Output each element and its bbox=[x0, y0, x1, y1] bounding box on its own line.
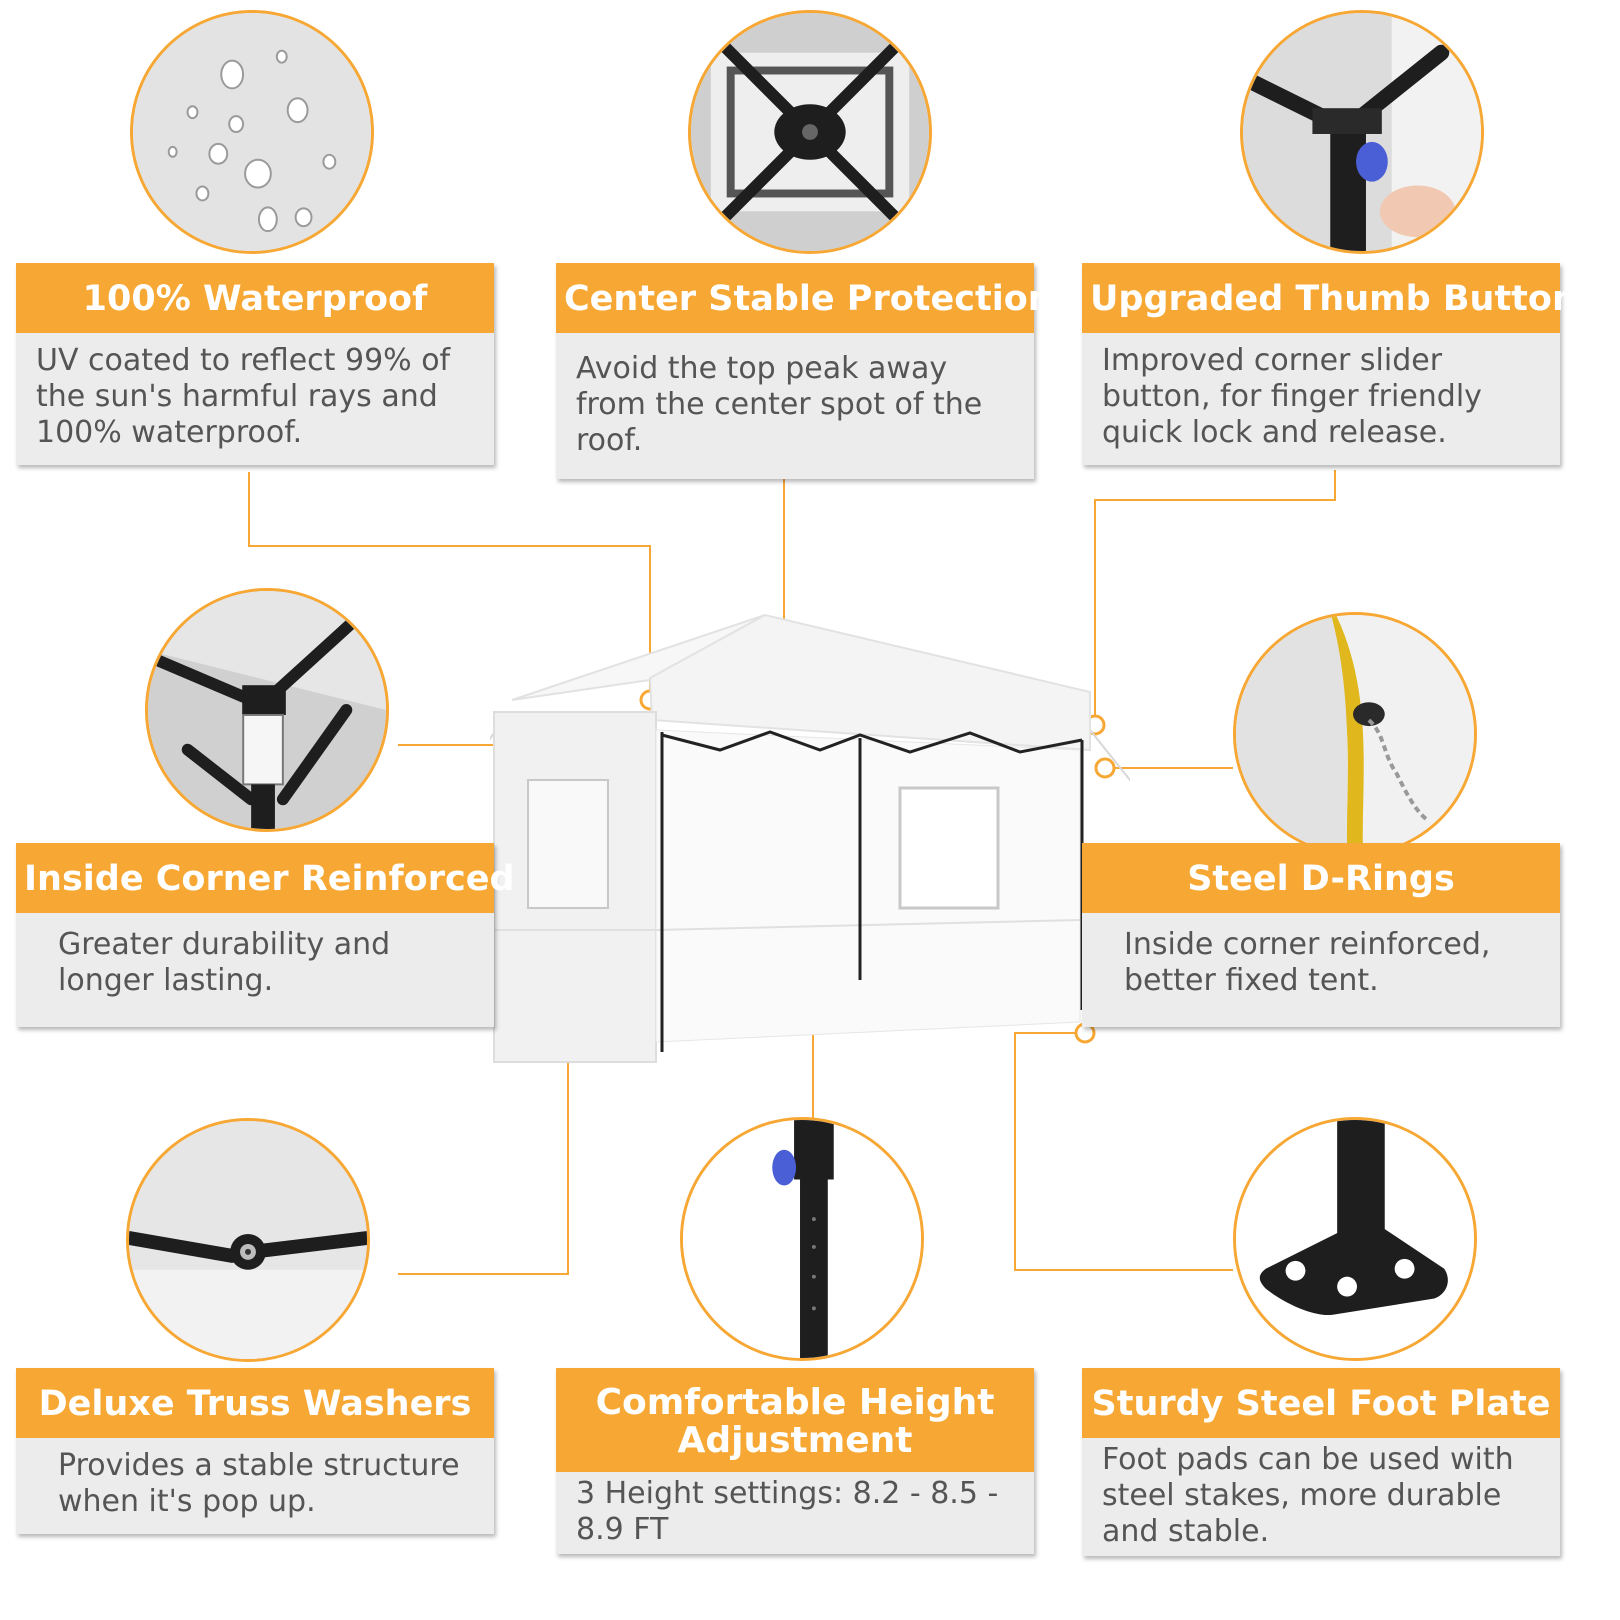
foot-plate-icon bbox=[1236, 1120, 1474, 1358]
tent-illustration bbox=[490, 613, 1130, 1063]
feature-card-truss-washers: Deluxe Truss Washers Provides a stable s… bbox=[16, 1368, 494, 1534]
feature-card-inside-corner: Inside Corner Reinforced Greater durabil… bbox=[16, 843, 515, 1027]
d-ring-rope-icon bbox=[1236, 615, 1474, 853]
feature-title: Comfortable Height Adjustment bbox=[556, 1368, 1034, 1472]
height-adjustment-photo bbox=[680, 1117, 924, 1361]
feature-description: UV coated to reflect 99% of the sun's ha… bbox=[16, 333, 494, 465]
feature-title: Inside Corner Reinforced bbox=[16, 843, 515, 913]
feature-description: Provides a stable structure when it's po… bbox=[16, 1438, 494, 1534]
water-droplets-icon bbox=[133, 13, 371, 251]
corner-bracket-icon bbox=[148, 591, 386, 829]
feature-description: Avoid the top peak away from the center … bbox=[556, 333, 1034, 479]
guy-ropes bbox=[490, 729, 1130, 782]
feature-description: Inside corner reinforced, better fixed t… bbox=[1082, 913, 1560, 1027]
thumb-button-photo bbox=[1240, 10, 1484, 254]
truss-washer-icon bbox=[129, 1121, 367, 1359]
feature-card-center-stable: Center Stable Protection Avoid the top p… bbox=[556, 263, 1053, 479]
window-right bbox=[898, 786, 1000, 910]
d-ring-photo bbox=[1233, 612, 1477, 856]
truss-washer-photo bbox=[126, 1118, 370, 1362]
feature-card-d-rings: Steel D-Rings Inside corner reinforced, … bbox=[1082, 843, 1560, 1027]
feature-title: Center Stable Protection bbox=[556, 263, 1053, 333]
feature-description: Foot pads can be used with steel stakes,… bbox=[1082, 1438, 1560, 1556]
feature-card-foot-plate: Sturdy Steel Foot Plate Foot pads can be… bbox=[1082, 1368, 1560, 1556]
feature-title: 100% Waterproof bbox=[16, 263, 494, 333]
waterproof-photo bbox=[130, 10, 374, 254]
height-leg-icon bbox=[683, 1120, 921, 1358]
window-left bbox=[527, 779, 609, 909]
back-wall bbox=[655, 729, 1081, 1043]
feature-card-waterproof: 100% Waterproof UV coated to reflect 99%… bbox=[16, 263, 494, 465]
center-peak-photo bbox=[688, 10, 932, 254]
center-peak-frame-icon bbox=[691, 13, 929, 251]
feature-description: 3 Height settings: 8.2 - 8.5 - 8.9 FT bbox=[556, 1472, 1034, 1554]
feature-description: Improved corner slider button, for finge… bbox=[1082, 333, 1560, 465]
inside-corner-photo bbox=[145, 588, 389, 832]
feature-title: Deluxe Truss Washers bbox=[16, 1368, 494, 1438]
feature-title: Sturdy Steel Foot Plate bbox=[1082, 1368, 1560, 1438]
thumb-button-icon bbox=[1243, 13, 1481, 251]
feature-card-thumb-button: Upgraded Thumb Button Improved corner sl… bbox=[1082, 263, 1577, 465]
foot-plate-photo bbox=[1233, 1117, 1477, 1361]
feature-title: Steel D-Rings bbox=[1082, 843, 1560, 913]
feature-title: Upgraded Thumb Button bbox=[1082, 263, 1577, 333]
feature-card-height-adjustment: Comfortable Height Adjustment 3 Height s… bbox=[556, 1368, 1034, 1554]
feature-description: Greater durability and longer lasting. bbox=[16, 913, 494, 1027]
